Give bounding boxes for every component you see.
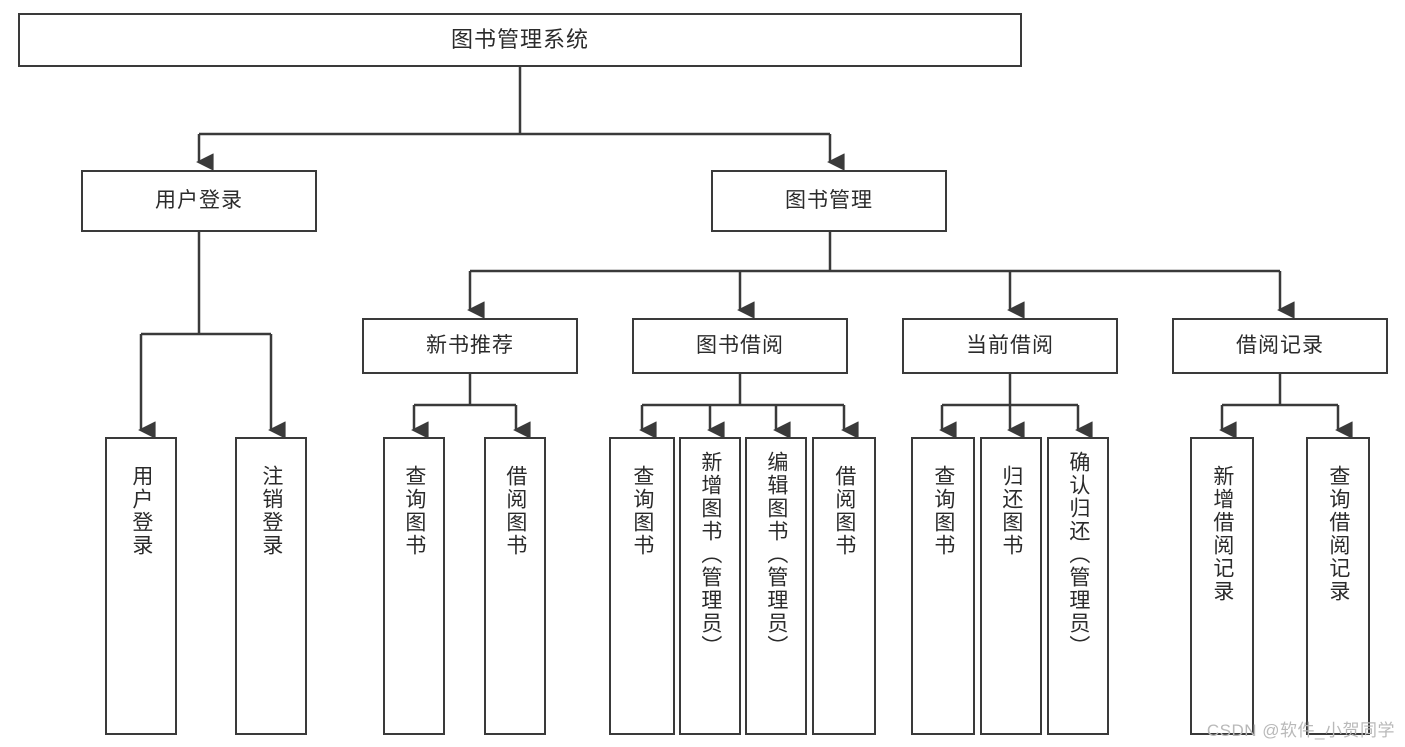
node-leaf-query-book-3-label: 查询图书 [931,465,955,557]
node-leaf-borrow-book-2[interactable]: 借阅图书 [812,437,876,735]
node-leaf-query-book-2-label: 查询图书 [630,465,654,557]
node-leaf-query-book-1-label: 查询图书 [402,465,426,557]
node-leaf-query-borrow-record-label: 查询借阅记录 [1326,465,1350,603]
node-leaf-query-borrow-record[interactable]: 查询借阅记录 [1306,437,1370,735]
node-current-borrow[interactable]: 当前借阅 [902,318,1118,374]
node-leaf-borrow-book-2-label: 借阅图书 [832,465,856,557]
node-leaf-add-borrow-record-label: 新增借阅记录 [1210,465,1234,603]
node-leaf-return-book-label: 归还图书 [999,465,1023,557]
node-new-book-recommend[interactable]: 新书推荐 [362,318,578,374]
node-leaf-return-book[interactable]: 归还图书 [980,437,1042,735]
node-leaf-borrow-book-1[interactable]: 借阅图书 [484,437,546,735]
node-leaf-add-book-label: 新增图书（管理员） [698,451,722,658]
node-leaf-borrow-book-1-label: 借阅图书 [503,465,527,557]
node-user-login-label: 用户登录 [155,189,243,213]
node-leaf-add-book[interactable]: 新增图书（管理员） [679,437,741,735]
node-book-borrow-label: 图书借阅 [696,334,784,358]
node-user-login[interactable]: 用户登录 [81,170,317,232]
node-leaf-edit-book[interactable]: 编辑图书（管理员） [745,437,807,735]
node-root-label: 图书管理系统 [450,26,589,52]
node-borrow-record[interactable]: 借阅记录 [1172,318,1388,374]
node-new-book-recommend-label: 新书推荐 [426,334,514,358]
node-root-system[interactable]: 图书管理系统 [18,13,1022,67]
node-book-management[interactable]: 图书管理 [711,170,947,232]
node-leaf-user-login[interactable]: 用户登录 [105,437,177,735]
node-borrow-record-label: 借阅记录 [1236,334,1324,358]
node-leaf-add-borrow-record[interactable]: 新增借阅记录 [1190,437,1254,735]
node-leaf-edit-book-label: 编辑图书（管理员） [764,451,788,658]
node-leaf-logout-login[interactable]: 注销登录 [235,437,307,735]
node-leaf-confirm-return[interactable]: 确认归还（管理员） [1047,437,1109,735]
node-leaf-user-login-label: 用户登录 [129,465,153,557]
node-book-management-label: 图书管理 [785,189,873,213]
node-leaf-query-book-2[interactable]: 查询图书 [609,437,675,735]
node-leaf-logout-login-label: 注销登录 [259,465,283,557]
node-leaf-query-book-1[interactable]: 查询图书 [383,437,445,735]
watermark-text: CSDN @软件_小贺同学 [1206,721,1395,740]
node-book-borrow[interactable]: 图书借阅 [632,318,848,374]
node-current-borrow-label: 当前借阅 [966,334,1054,358]
node-leaf-query-book-3[interactable]: 查询图书 [911,437,975,735]
node-leaf-confirm-return-label: 确认归还（管理员） [1066,451,1090,658]
